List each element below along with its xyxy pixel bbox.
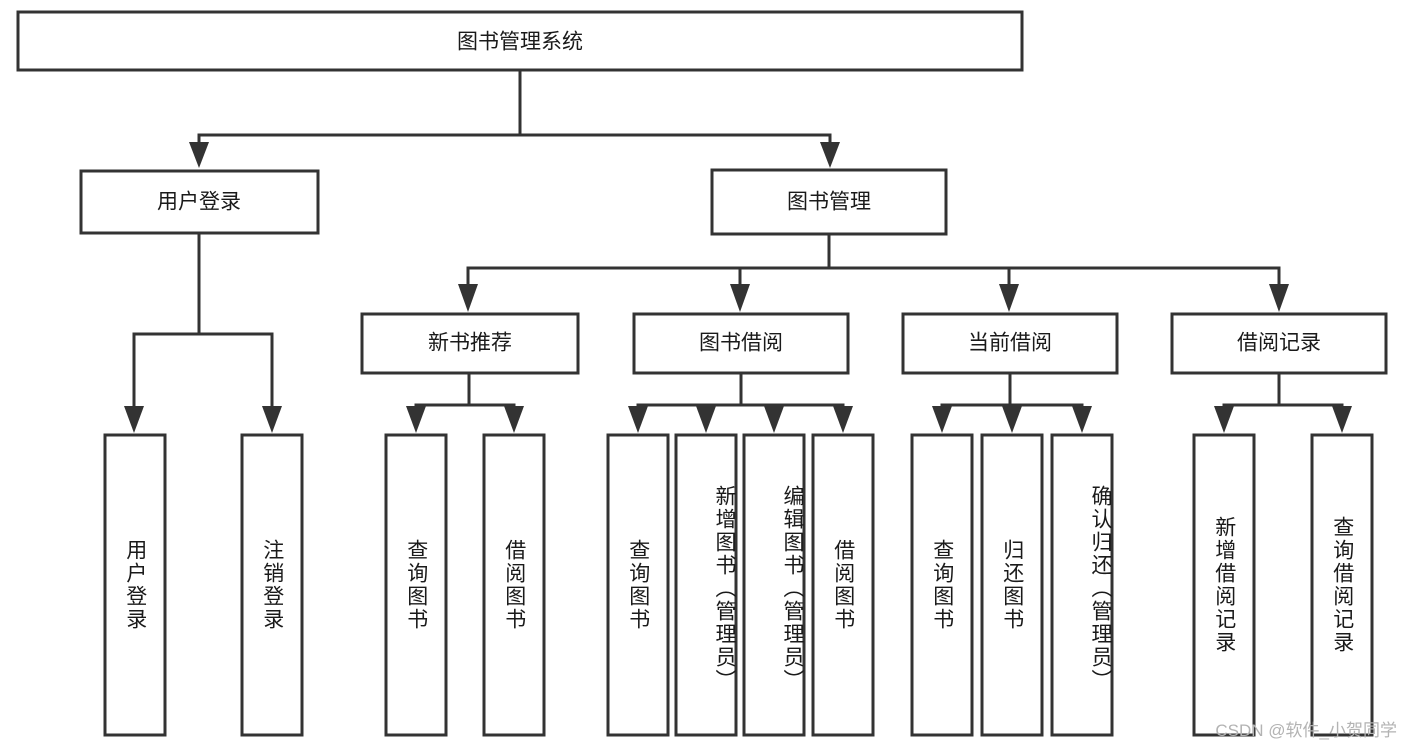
connector-group-current-borrow <box>932 371 1092 433</box>
node-leaf-borrow-book-1-box[interactable] <box>482 433 546 737</box>
node-borrow-record[interactable]: 借阅记录 <box>1170 312 1388 375</box>
node-borrow-record-label: 借阅记录 <box>1237 332 1321 355</box>
arrow-head-new-book-recommend <box>458 284 478 312</box>
arrow-head-leaf-query-book-1 <box>406 406 426 433</box>
node-leaf-confirm-return-box[interactable] <box>1050 433 1114 737</box>
connector-group-book-management <box>458 232 1289 312</box>
watermark-text: CSDN @软件_小贺同学 <box>1215 721 1397 740</box>
connector-group-borrow-record <box>1214 371 1352 433</box>
arrow-head-leaf-user-login <box>124 406 144 433</box>
connector-group-user-login <box>124 231 282 433</box>
arrow-head-leaf-add-record <box>1214 406 1234 433</box>
node-leaf-query-book-2-box[interactable] <box>606 433 670 737</box>
arrow-head-borrow-record <box>1269 284 1289 312</box>
node-borrow-record-box[interactable] <box>1170 312 1388 375</box>
node-new-book-recommend-label: 新书推荐 <box>428 332 512 355</box>
node-user-login-box[interactable] <box>79 169 320 235</box>
arrow-head-leaf-return-book <box>1002 406 1022 433</box>
arrow-head-leaf-add-book <box>696 406 716 433</box>
node-root-box[interactable] <box>16 10 1024 72</box>
node-new-book-recommend-box[interactable] <box>360 312 580 375</box>
connector-group-new-book-recommend <box>406 371 524 433</box>
arrow-head-leaf-query-record <box>1332 406 1352 433</box>
arrow-head-leaf-query-book-2 <box>628 406 648 433</box>
node-current-borrow[interactable]: 当前借阅 <box>901 312 1119 375</box>
node-root[interactable]: 图书管理系统 <box>16 10 1024 72</box>
arrow-head-leaf-confirm-return <box>1072 406 1092 433</box>
node-new-book-recommend[interactable]: 新书推荐 <box>360 312 580 375</box>
node-book-borrow[interactable]: 图书借阅 <box>632 312 850 375</box>
node-book-management-box[interactable] <box>710 168 948 236</box>
node-book-management[interactable]: 图书管理 <box>710 168 948 236</box>
connector-group-book-borrow <box>628 371 853 433</box>
node-book-borrow-box[interactable] <box>632 312 850 375</box>
node-current-borrow-box[interactable] <box>901 312 1119 375</box>
arrow-head-leaf-query-book-3 <box>932 406 952 433</box>
node-leaf-edit-book-box[interactable] <box>742 433 806 737</box>
arrow-head-book-borrow <box>730 284 750 312</box>
node-user-login[interactable]: 用户登录 <box>79 169 320 235</box>
node-root-label: 图书管理系统 <box>457 31 583 54</box>
node-book-management-label: 图书管理 <box>787 191 871 214</box>
node-book-borrow-label: 图书借阅 <box>699 332 783 355</box>
node-leaf-user-logout-box[interactable] <box>240 433 304 737</box>
arrow-head-leaf-edit-book <box>764 406 784 433</box>
node-user-login-label: 用户登录 <box>157 191 241 214</box>
arrow-head-user-login <box>189 142 209 168</box>
arrow-head-current-borrow <box>999 284 1019 312</box>
node-leaf-return-book-box[interactable] <box>980 433 1044 737</box>
node-leaf-user-login-box[interactable] <box>103 433 167 737</box>
arrow-head-leaf-user-logout <box>262 406 282 433</box>
arrow-head-leaf-borrow-book-1 <box>504 406 524 433</box>
node-leaf-query-record-box[interactable] <box>1310 433 1374 737</box>
arrow-head-leaf-borrow-book-2 <box>833 406 853 433</box>
arrow-head-book-management <box>820 142 840 168</box>
node-leaf-query-book-3-box[interactable] <box>910 433 974 737</box>
node-leaf-add-record-box[interactable] <box>1192 433 1256 737</box>
node-leaf-add-book-box[interactable] <box>674 433 738 737</box>
connector-group-root <box>189 68 840 168</box>
node-leaf-borrow-book-2-box[interactable] <box>811 433 875 737</box>
node-current-borrow-label: 当前借阅 <box>968 332 1052 355</box>
node-leaf-query-book-1-box[interactable] <box>384 433 448 737</box>
